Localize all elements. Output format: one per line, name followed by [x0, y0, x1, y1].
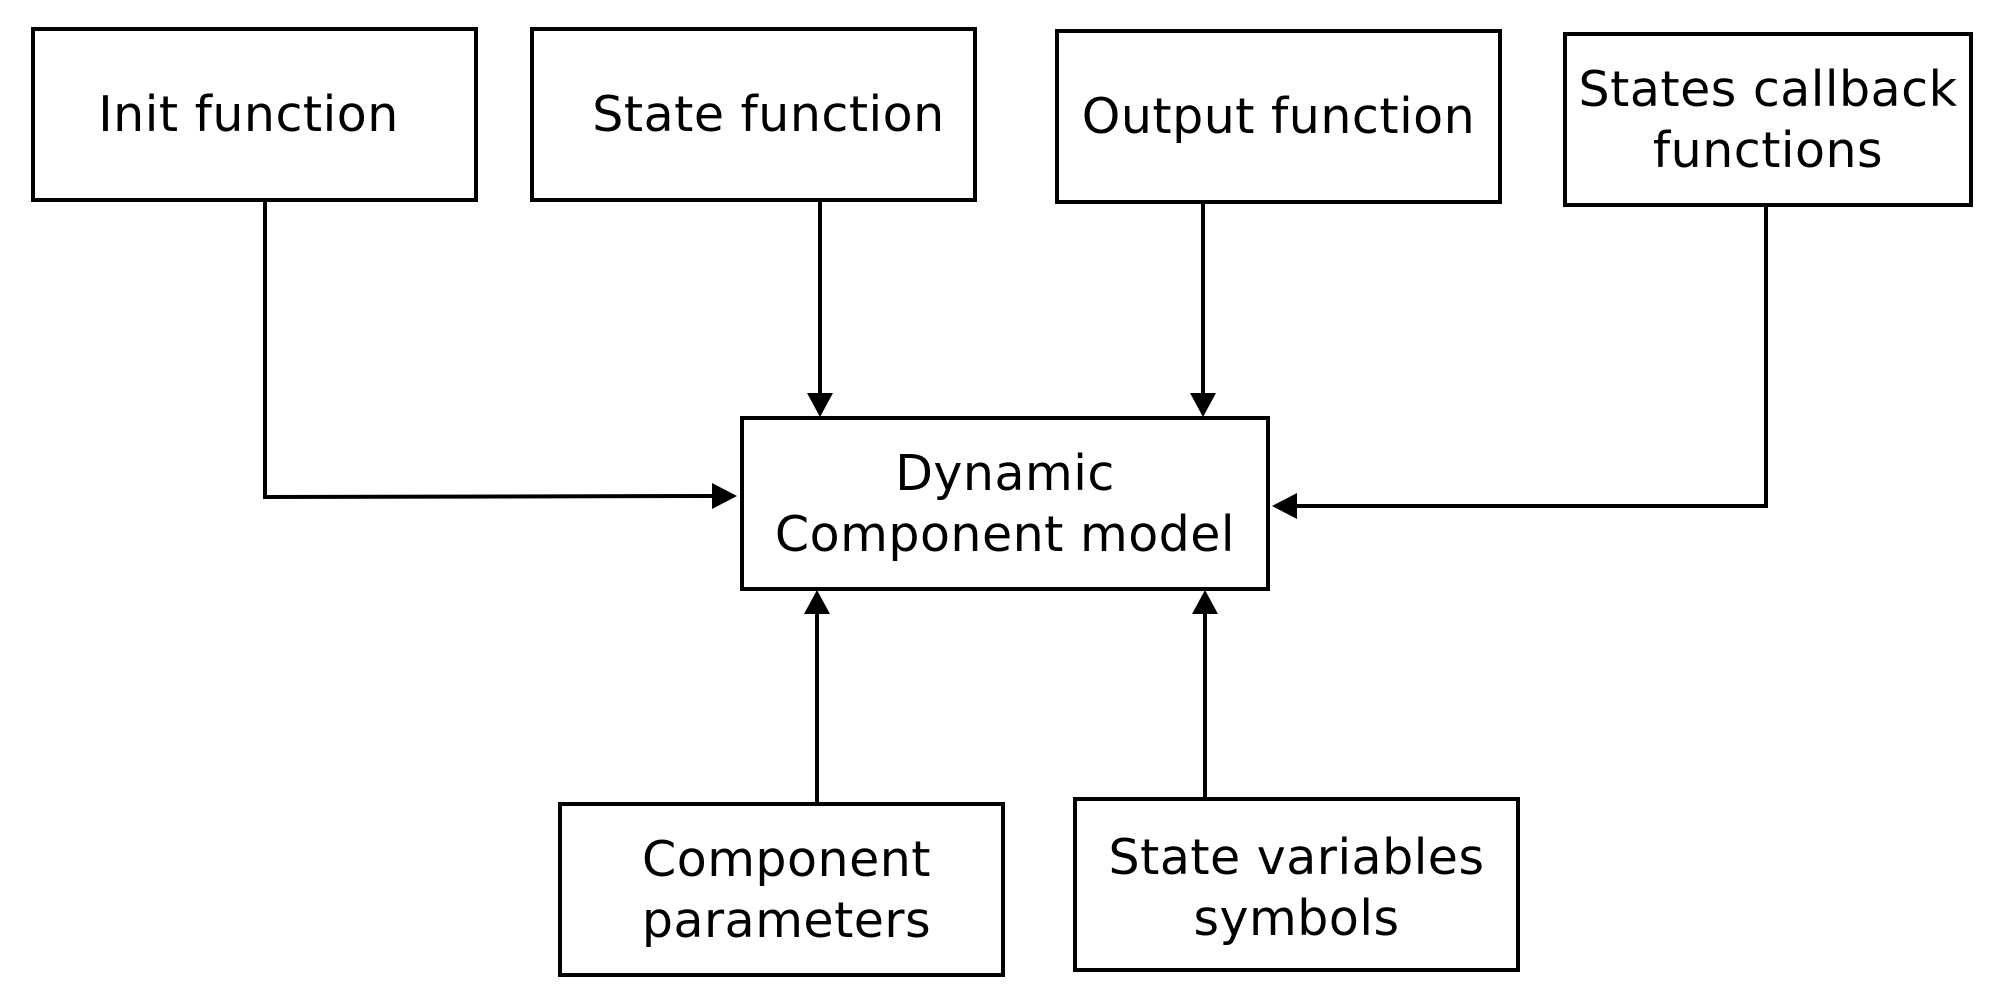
- edge-params-to-model: [804, 590, 830, 802]
- dynamic-component-model-box: Dynamic Component model: [740, 416, 1270, 591]
- component-parameters-box: Component parameters: [558, 802, 1005, 977]
- states-callback-functions-label: States callback functions: [1578, 60, 1958, 179]
- edge-state-to-model: [807, 202, 833, 417]
- edge-symbols-to-model: [1192, 590, 1218, 797]
- edge-init-to-model: [263, 202, 737, 509]
- output-function-box: Output function: [1055, 29, 1502, 204]
- dynamic-component-model-label: Dynamic Component model: [774, 444, 1236, 563]
- init-function-box: Init function: [31, 27, 478, 202]
- output-function-label: Output function: [1081, 88, 1476, 145]
- state-variables-symbols-label: State variables symbols: [1108, 828, 1485, 947]
- init-function-label: Init function: [98, 86, 399, 143]
- edge-callback-to-model: [1272, 207, 1768, 519]
- edge-output-to-model: [1190, 204, 1216, 417]
- state-function-box: State function: [530, 27, 977, 202]
- states-callback-functions-box: States callback functions: [1563, 32, 1973, 207]
- component-parameters-label: Component parameters: [641, 830, 932, 949]
- state-variables-symbols-box: State variables symbols: [1073, 797, 1520, 972]
- state-function-label: State function: [592, 86, 945, 143]
